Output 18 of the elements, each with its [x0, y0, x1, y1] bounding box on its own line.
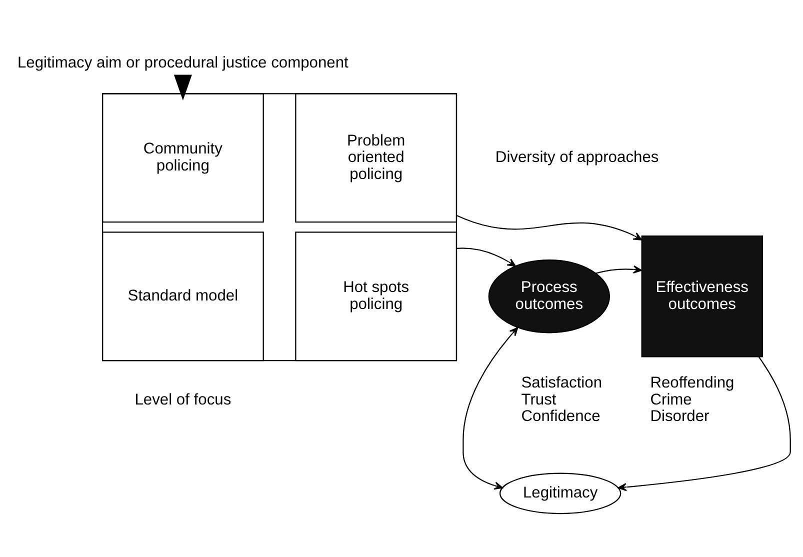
node-box: Effectiveness outcomes	[641, 236, 763, 358]
node-ellipse: Process outcomes	[488, 260, 610, 334]
arrow	[596, 265, 642, 274]
label: Diversity of approaches	[495, 149, 659, 166]
arrow	[456, 248, 516, 267]
node-label: Reoffending Crime Disorder	[650, 374, 734, 426]
arrow	[462, 327, 518, 490]
node-text: Legitimacy aim or procedural justice component	[17, 54, 348, 72]
node-label: Satisfaction Trust Confidence	[521, 374, 602, 426]
node-box: Standard model	[102, 232, 264, 362]
node-box: Hot spots policing	[295, 232, 458, 362]
node-ellipse: Legitimacy	[499, 472, 622, 514]
label: Level of focus	[134, 391, 232, 408]
arrow	[174, 74, 192, 100]
arrow	[456, 215, 642, 240]
node-box: Problem oriented policing	[295, 93, 458, 223]
node-box: Community policing	[102, 93, 264, 223]
arrow	[618, 356, 791, 492]
